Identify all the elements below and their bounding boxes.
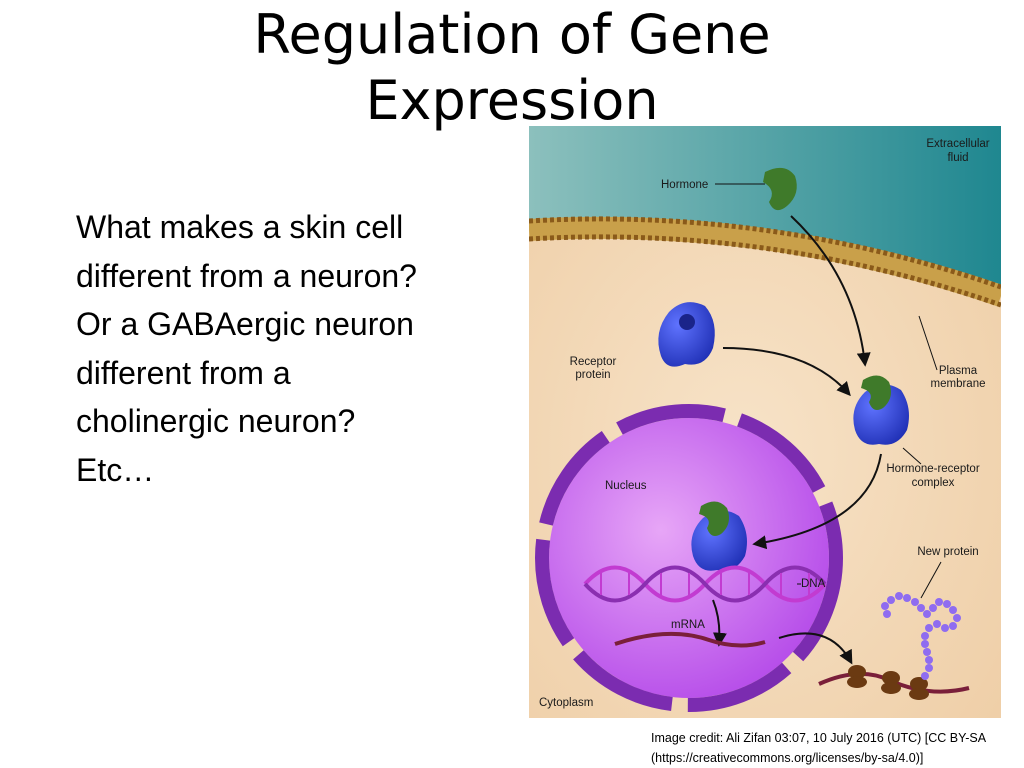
credit-line-1: Image credit: Ali Zifan 03:07, 10 July 2… [651,731,987,745]
hormone-receptor-complex [853,384,909,445]
nuclear-envelope [535,404,843,712]
title-line-1: Regulation of Gene [253,3,771,66]
receptor-arrow [722,347,851,397]
label-dna: DNA [801,578,826,590]
body-line: cholinergic neuron? [76,403,356,439]
complex-hormone [861,375,891,410]
transcription-arrow [712,599,727,647]
complex-arrow [752,453,882,550]
plasma-pointer [918,315,938,371]
label-complex-1: Hormone-receptor [886,463,979,475]
mrna-nuclear [614,631,766,648]
complex-pointer [902,447,922,465]
label-plasma-2: membrane [931,378,986,390]
dna-base-pairs [600,573,810,595]
body-line: What makes a skin cell [76,209,404,245]
dna-strand-b [583,565,827,603]
new-protein [881,592,961,680]
label-nucleus: Nucleus [605,480,647,492]
body-text: What makes a skin cell different from a … [76,203,516,494]
new-protein-pointer [920,561,942,599]
body-line: Etc… [76,451,155,488]
nuclear-complex [691,510,747,571]
label-plasma-1: Plasma [939,365,978,377]
label-extracellular-1: Extracellular [926,138,989,150]
body-line: Or a GABAergic neuron [76,306,414,342]
slide-title: Regulation of Gene Expression [150,2,874,134]
label-new-protein: New protein [917,546,978,558]
nucleus [549,418,829,698]
title-line-2: Expression [365,69,659,132]
label-receptor-1: Receptor [570,356,617,368]
nuclear-complex-hormone [699,501,729,536]
label-mrna: mRNA [671,619,705,631]
membrane-heads-outer [529,216,1001,290]
label-hormone: Hormone [661,179,708,191]
receptor-protein [658,302,715,367]
hormone-arrow [790,215,871,367]
image-credit: Image credit: Ali Zifan 03:07, 10 July 2… [651,728,986,768]
label-receptor-2: protein [575,369,610,381]
body-line: different from a neuron? [76,257,417,294]
label-complex-2: complex [912,477,955,489]
label-extracellular-2: fluid [947,152,968,164]
membrane-heads-inner [529,234,1001,308]
gene-expression-figure: Extracellular fluid Hormone Receptor pro… [529,126,1001,718]
credit-line-2: (https://creativecommons.org/licenses/by… [651,751,924,765]
body-line: different from a [76,354,291,391]
hormone-molecule [763,167,797,211]
receptor-binding-site [679,314,695,330]
plasma-membrane [529,216,1001,307]
export-arrow [778,632,853,665]
label-cytoplasm: Cytoplasm [539,697,593,709]
ribosomes [847,665,929,700]
